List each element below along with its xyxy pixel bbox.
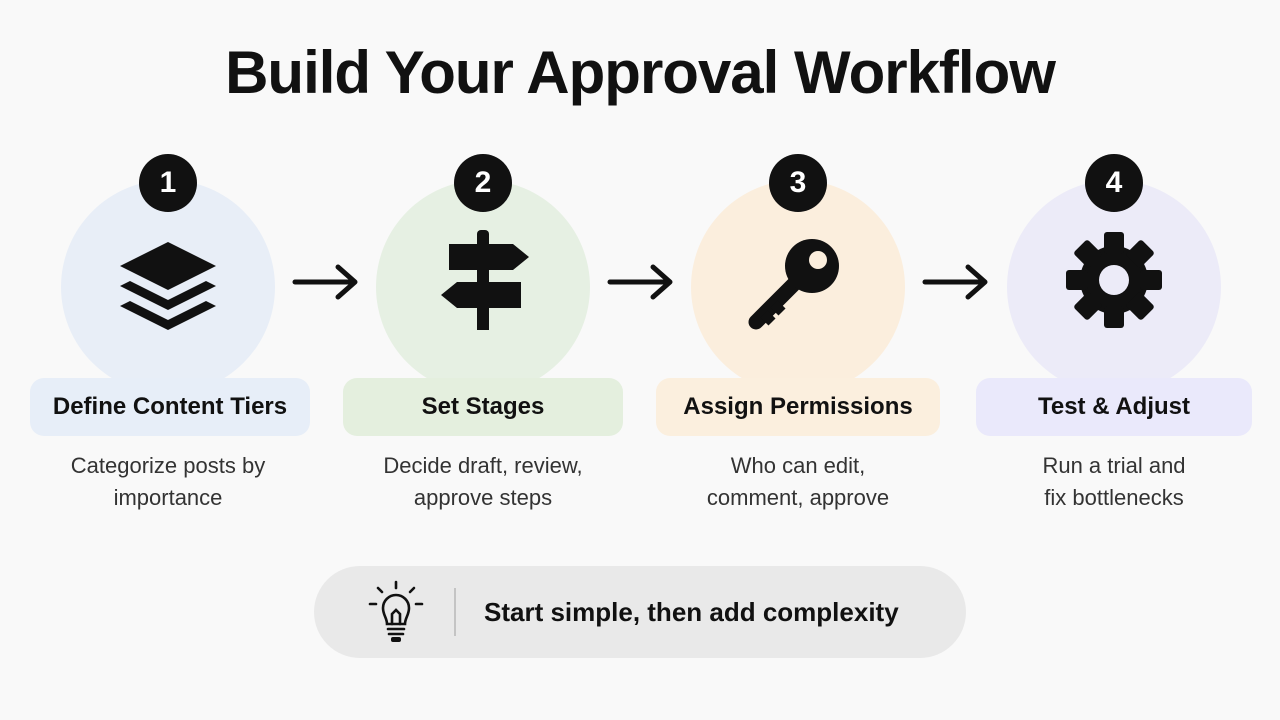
arrow-right-icon	[922, 264, 988, 300]
step-4-description: Run a trial and fix bottlenecks	[964, 450, 1264, 514]
step-3: 3 Assign Permissions Who can edit, comme…	[648, 150, 948, 530]
step-1-number: 1	[139, 154, 197, 212]
step-2-number: 2	[454, 154, 512, 212]
step-4-description-line-2: fix bottlenecks	[1044, 485, 1184, 510]
arrow-right-icon	[607, 264, 673, 300]
lightbulb-icon	[368, 580, 424, 642]
step-4-label: Test & Adjust	[976, 378, 1252, 436]
step-2-description: Decide draft, review, approve steps	[333, 450, 633, 514]
step-3-label: Assign Permissions	[656, 378, 940, 436]
step-4-number: 4	[1085, 154, 1143, 212]
step-1-description-line-2: importance	[113, 485, 223, 510]
step-4: 4 Test & Adjust Run a trial and fix bott…	[964, 150, 1264, 530]
signpost-icon	[441, 230, 529, 330]
step-3-description-line-2: comment, approve	[706, 485, 890, 510]
key-icon	[748, 239, 839, 330]
tip-divider	[454, 588, 456, 636]
step-2-label: Set Stages	[343, 378, 623, 436]
arrow-right-icon	[292, 264, 358, 300]
step-3-description-line-1: Who can edit,	[730, 453, 866, 478]
tip-text: Start simple, then add complexity	[484, 596, 899, 627]
step-2-description-line-1: Decide draft, review,	[383, 453, 583, 478]
tip-banner: Start simple, then add complexity	[314, 566, 966, 658]
step-3-description: Who can edit, comment, approve	[648, 450, 948, 514]
step-4-description-line-1: Run a trial and	[1042, 453, 1186, 478]
page-title: Build Your Approval Workflow	[225, 39, 1056, 106]
step-1: 1 Define Content Tiers Categorize posts …	[18, 150, 318, 530]
step-2-description-line-2: approve steps	[413, 485, 553, 510]
step-1-label: Define Content Tiers	[30, 378, 310, 436]
step-2: 2 Set Stages Decide draft, review, appro…	[333, 150, 633, 530]
step-1-description-line-1: Categorize posts by	[70, 453, 266, 478]
step-1-description: Categorize posts by importance	[18, 450, 318, 514]
step-3-number: 3	[769, 154, 827, 212]
layers-icon	[120, 242, 216, 330]
gear-icon	[1066, 232, 1162, 328]
